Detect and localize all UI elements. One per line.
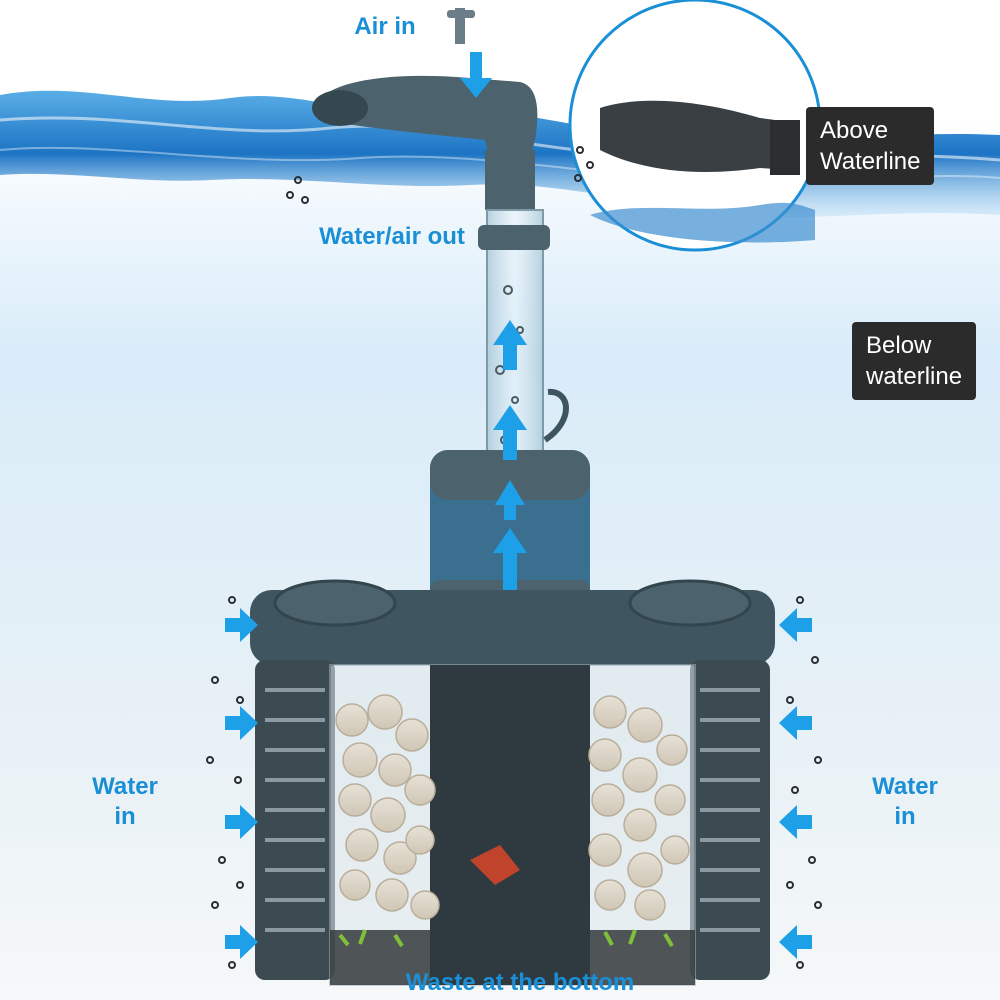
air-in-arrow [460,52,492,98]
water-in-left-line1: Water [92,773,158,800]
nozzle-inset [568,0,822,252]
outlet-nozzle [315,75,538,160]
water-in-arrows-right [779,608,812,959]
water-in-right-label: Water in [860,772,950,832]
water-in-right-line1: Water [872,773,938,800]
right-intake-grill [690,660,770,980]
left-intake-grill [255,660,335,980]
below-waterline-line2: waterline [866,363,963,390]
below-waterline-box: Below waterline [852,322,977,400]
impeller [470,845,520,885]
above-waterline-line1: Above [820,117,889,144]
above-waterline-box: Above Waterline [806,107,935,185]
above-waterline-line2: Waterline [820,148,921,175]
water-in-right-line2: in [894,803,916,830]
water-in-left-line2: in [114,803,136,830]
water-droplets [206,146,822,969]
waste-debris [338,929,674,948]
waste-bottom-label: Waste at the bottom [405,969,635,996]
flow-arrows-up [493,320,527,598]
air-in-label: Air in [354,13,416,40]
air-valve [455,8,465,44]
water-in-arrows-left [225,608,258,959]
water-air-out-label: Water/air out [319,223,465,250]
water-in-left-label: Water in [80,772,170,832]
center-sponge [430,665,590,985]
ceramic-media [335,694,690,921]
below-waterline-line1: Below [866,332,932,359]
